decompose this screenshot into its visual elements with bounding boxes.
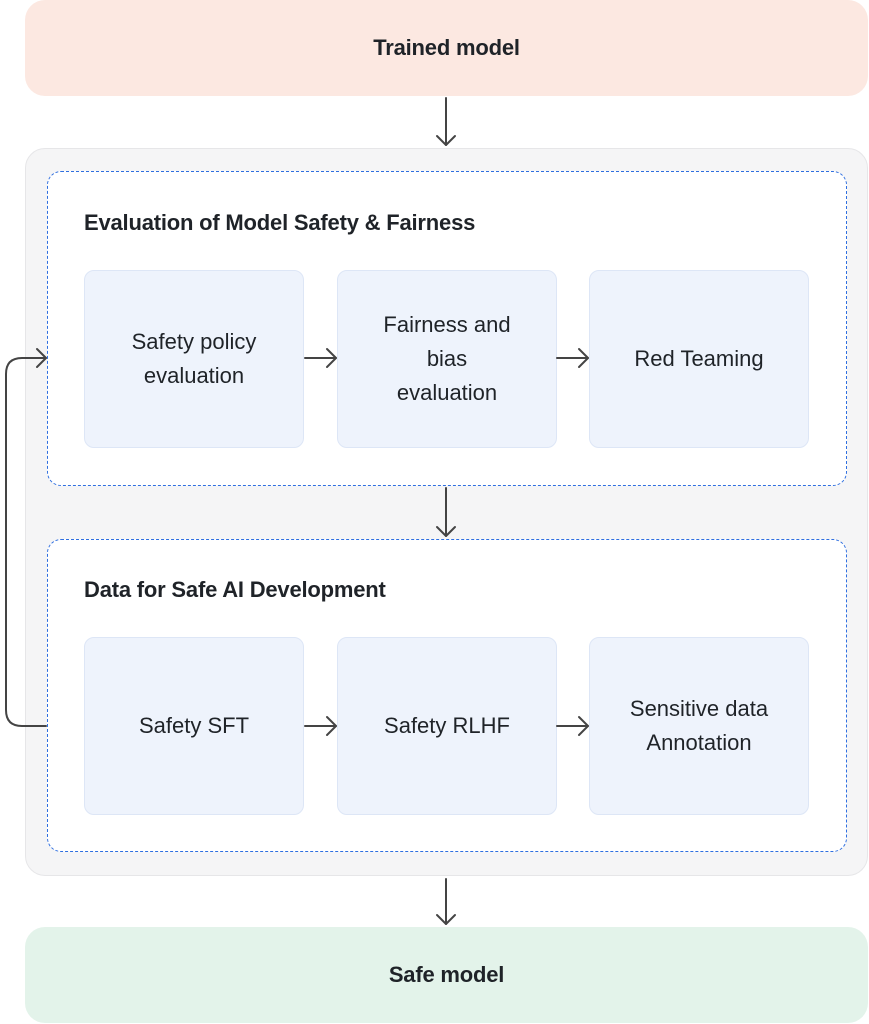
step-label: Safety RLHF	[384, 713, 510, 738]
step-label: Red Teaming	[634, 346, 764, 371]
trained-model-node: Trained model	[25, 0, 868, 96]
step-label: Fairness and bias evaluation	[383, 312, 511, 405]
step-label: Safety policy evaluation	[131, 329, 257, 388]
step-label: Sensitive data Annotation	[629, 696, 769, 755]
step-fairness-bias-evaluation: Fairness and bias evaluation	[337, 270, 557, 448]
safe-model-node: Safe model	[25, 927, 868, 1023]
arrow-down-icon	[436, 878, 456, 925]
evaluation-group-title: Evaluation of Model Safety & Fairness	[84, 210, 476, 235]
step-safety-policy-evaluation: Safety policy evaluation	[84, 270, 304, 448]
step-safety-rlhf: Safety RLHF	[337, 637, 557, 815]
arrow-down-icon	[436, 97, 456, 146]
step-sensitive-data-annotation: Sensitive data Annotation	[589, 637, 809, 815]
step-safety-sft: Safety SFT	[84, 637, 304, 815]
data-development-group-title: Data for Safe AI Development	[84, 577, 386, 602]
safe-model-label: Safe model	[388, 962, 505, 987]
trained-model-label: Trained model	[373, 35, 520, 60]
step-label: Safety SFT	[138, 713, 250, 738]
step-red-teaming: Red Teaming	[589, 270, 809, 448]
